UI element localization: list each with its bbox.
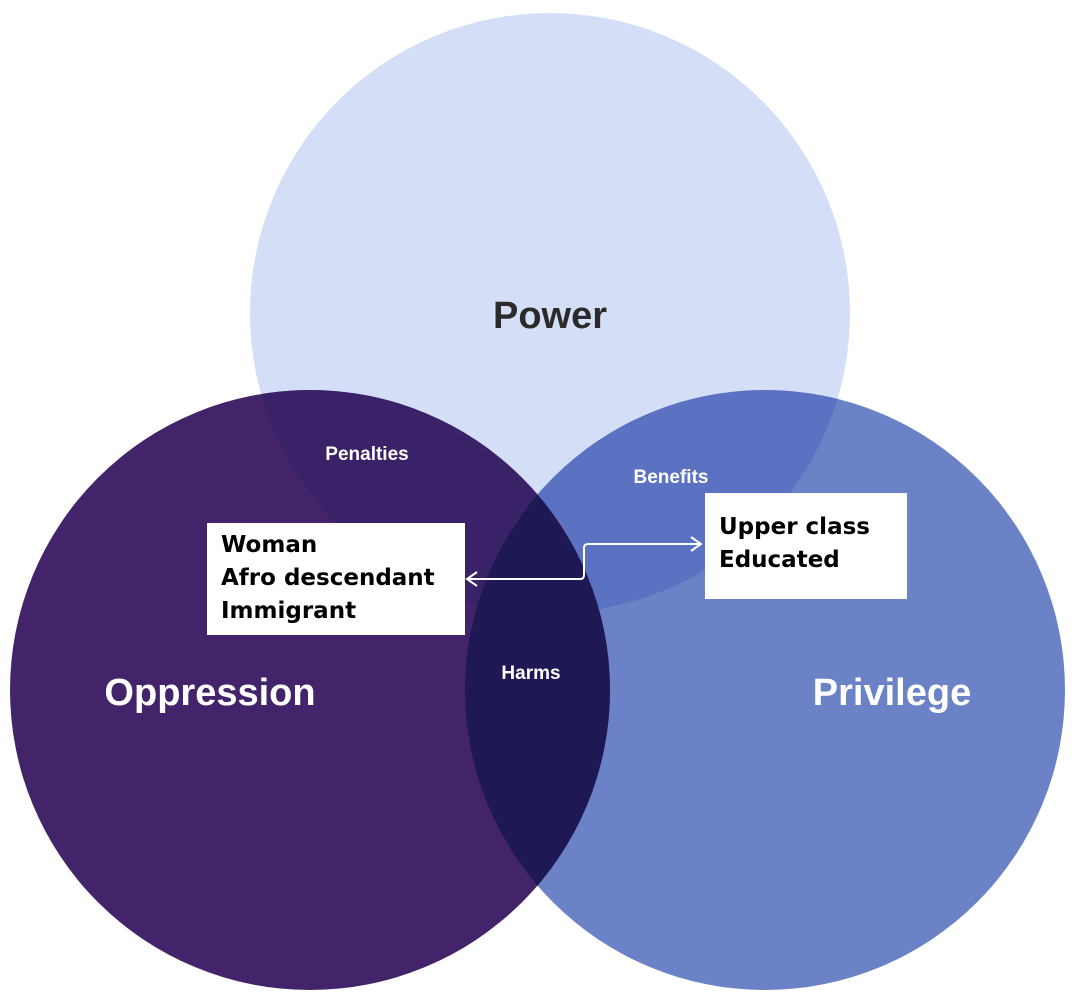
oppression-identities-box: Woman Afro descendant Immigrant [207,523,465,635]
privilege-identities-box: Upper class Educated [705,493,907,599]
identity-item: Afro descendant [221,565,435,591]
identity-item: Immigrant [221,598,357,624]
benefits-overlap [465,390,850,613]
identity-item: Upper class [719,514,870,540]
identity-item: Woman [221,532,318,558]
arrowhead-left-icon [465,571,478,587]
privilege-label: Privilege [813,672,971,714]
power-label: Power [493,295,607,337]
oppression-label: Oppression [104,672,315,714]
connector-arrow [465,536,703,587]
identity-item: Educated [719,547,840,573]
benefits-label: Benefits [634,467,709,488]
arrowhead-right-icon [690,536,703,552]
penalties-label: Penalties [325,444,408,465]
harms-label: Harms [501,663,560,684]
